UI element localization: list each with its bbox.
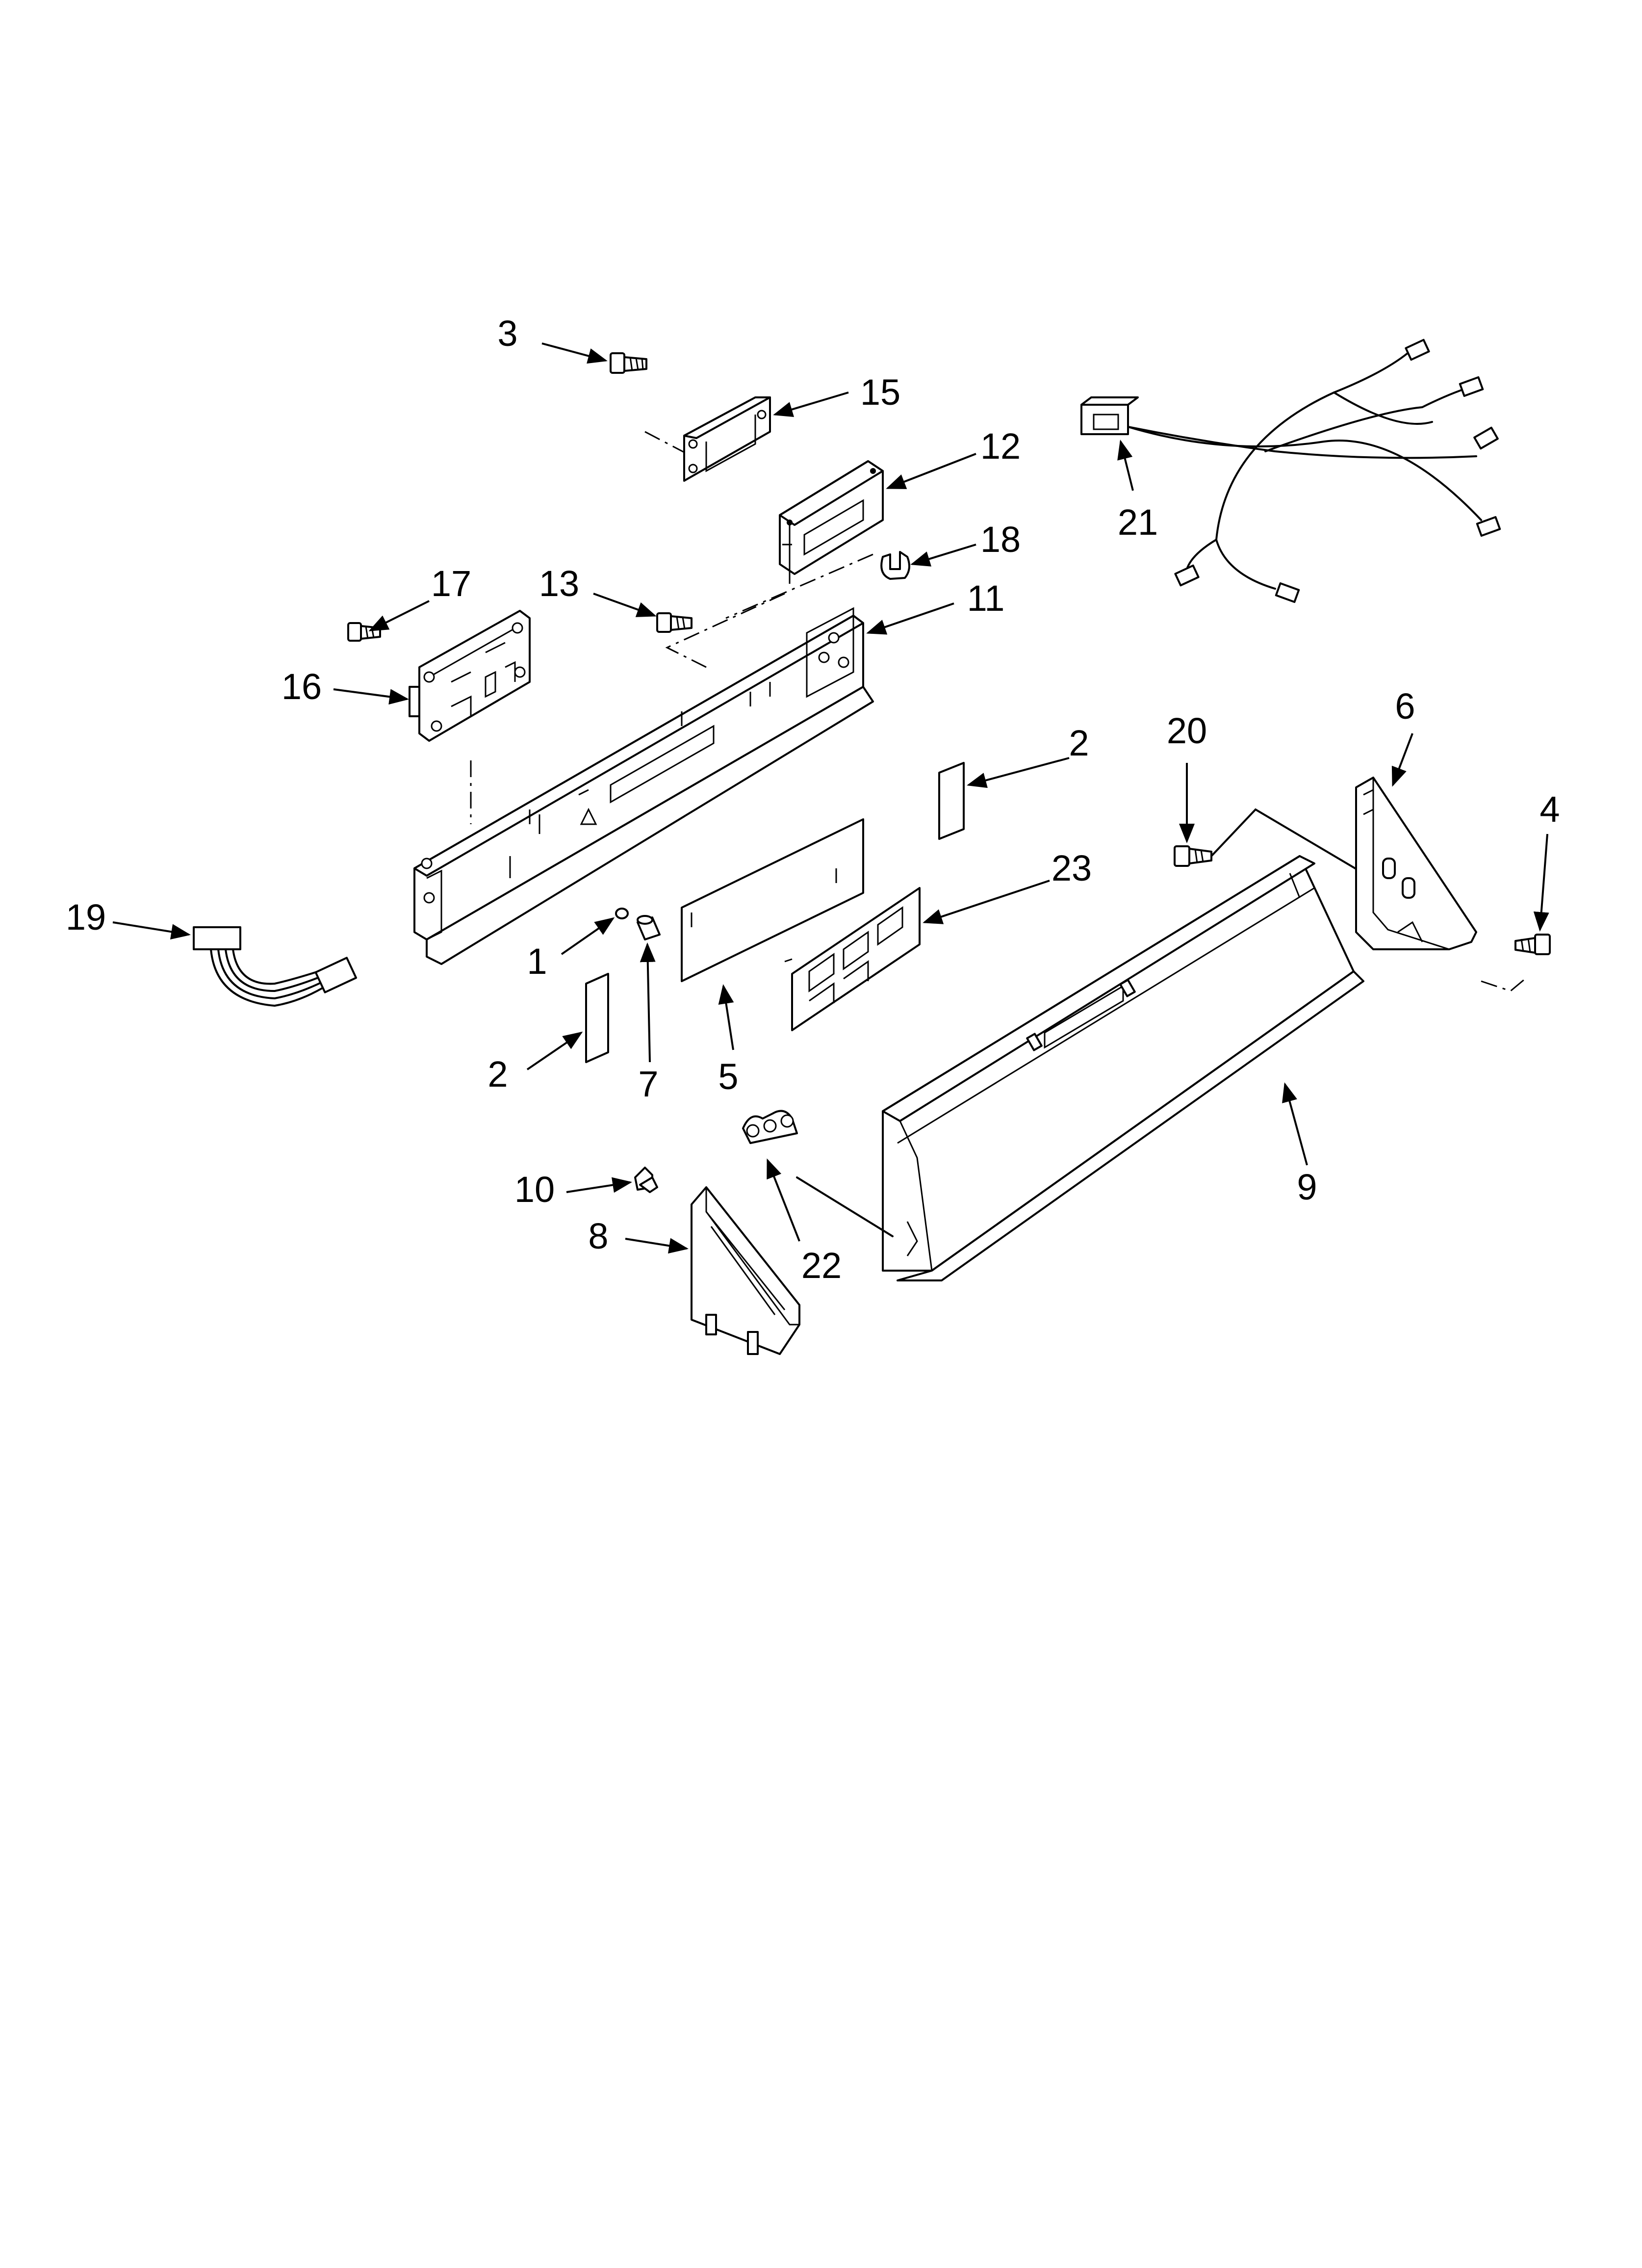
- callout-19: 19: [66, 897, 106, 938]
- part-18-clip: [880, 551, 910, 580]
- part-20-screw: [1174, 808, 1364, 874]
- callout-9: 9: [1297, 1167, 1317, 1207]
- part-22-retainer-clips: [742, 1110, 894, 1237]
- part-1-spring: [615, 908, 629, 919]
- callout-1: 1: [527, 941, 547, 982]
- part-7-plunger: [637, 915, 661, 940]
- part-23-switch-board: [784, 887, 921, 1031]
- part-5-overlay: [681, 818, 864, 982]
- callout-23: 23: [1052, 848, 1092, 888]
- callout-15: 15: [860, 372, 900, 413]
- part-6-end-cap: [1355, 777, 1477, 950]
- callout-10: 10: [514, 1169, 555, 1210]
- part-11-mounting-panel: [413, 607, 874, 965]
- callout-3: 3: [497, 313, 517, 354]
- part-2-upper-label: [938, 762, 965, 840]
- part-15-bracket: [683, 396, 771, 482]
- callout-5: 5: [718, 1056, 738, 1097]
- part-10-clip: [634, 1167, 658, 1193]
- part-21-wire-harness: [1080, 339, 1501, 603]
- leader-lines: [112, 342, 1549, 1254]
- callout-11: 11: [967, 578, 1005, 619]
- callout-2-lower: 2: [487, 1054, 508, 1095]
- callout-12: 12: [980, 426, 1021, 467]
- part-4-screw: [1514, 934, 1551, 955]
- callout-8: 8: [588, 1216, 608, 1256]
- callout-7: 7: [638, 1064, 658, 1104]
- part-16-control-board: [409, 610, 531, 742]
- part-8-end-cap: [691, 1186, 800, 1355]
- part-17-screw: [347, 622, 381, 642]
- part-13-screw: [656, 612, 693, 633]
- callout-18: 18: [980, 519, 1021, 560]
- callout-4: 4: [1539, 789, 1560, 830]
- callout-16: 16: [282, 666, 322, 707]
- part-19-ribbon-harness: [193, 926, 358, 1007]
- part-12-display-board: [779, 460, 884, 584]
- part-3-screw: [610, 352, 647, 374]
- callout-17: 17: [431, 563, 471, 604]
- callout-20: 20: [1167, 710, 1207, 751]
- callout-22: 22: [801, 1245, 842, 1286]
- callout-13: 13: [539, 563, 579, 604]
- part-2-lower-label: [585, 973, 609, 1063]
- callout-21: 21: [1118, 502, 1158, 543]
- callout-6: 6: [1395, 686, 1415, 727]
- callout-2-upper: 2: [1069, 723, 1089, 763]
- alignment-lines: [470, 431, 1526, 992]
- callout-labels: 3 15 12 18 17 13 11 16 21 2 20 6 4 23 19…: [66, 313, 1560, 1286]
- part-9-control-housing: [882, 855, 1364, 1281]
